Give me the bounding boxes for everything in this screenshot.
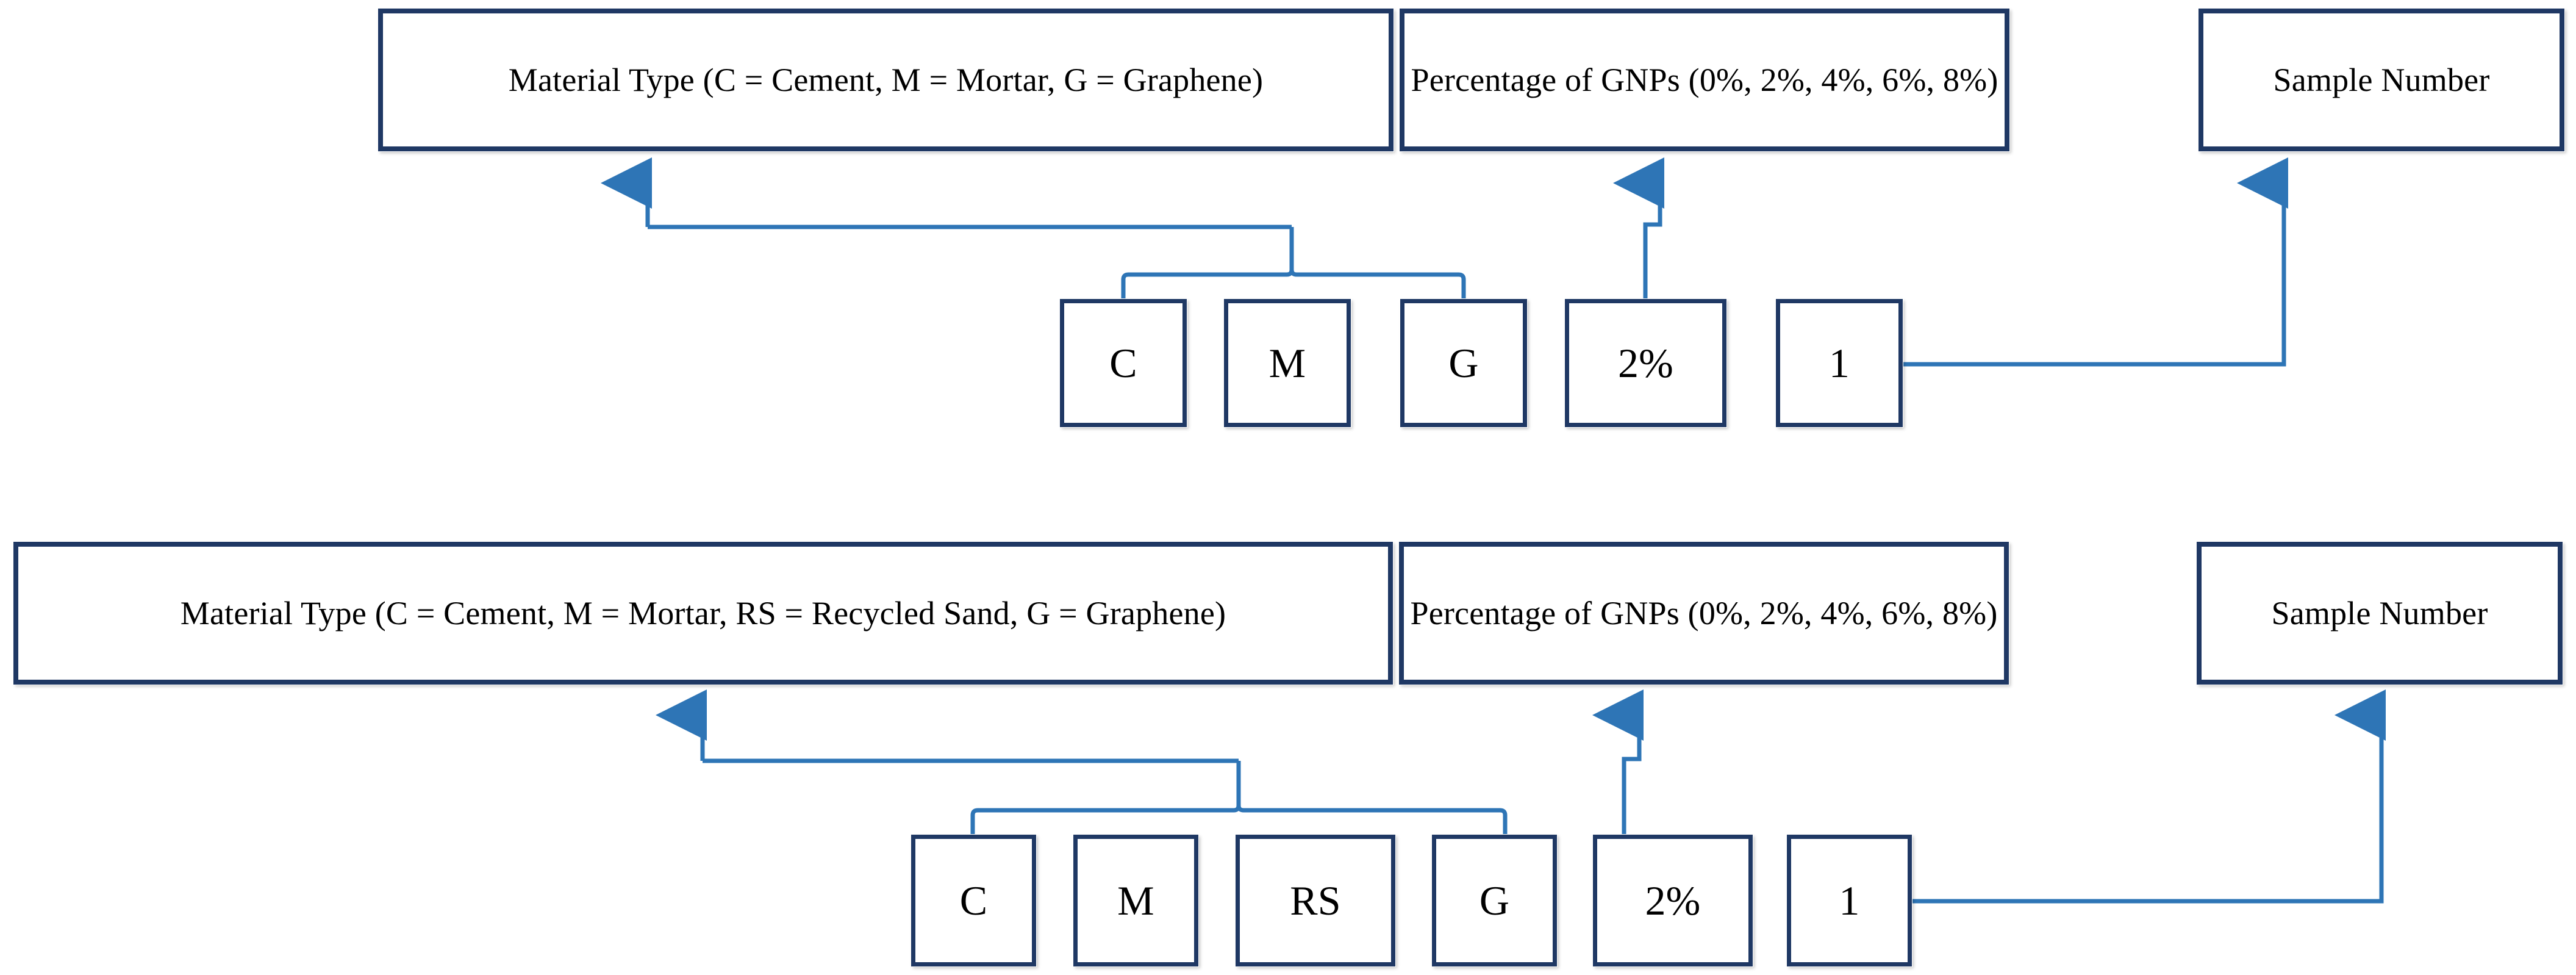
code-label-top-m: M <box>1268 339 1306 386</box>
code-box-bottom-percentage-value[interactable]: 2% <box>1593 835 1753 966</box>
header-label-top-sample-number: Sample Number <box>2273 61 2490 98</box>
code-label-bottom-sample-value: 1 <box>1839 877 1860 924</box>
header-label-bottom-material-type: Material Type (C = Cement, M = Mortar, R… <box>180 594 1226 631</box>
code-label-top-c: C <box>1109 339 1137 386</box>
header-label-bottom-percentage: Percentage of GNPs (0%, 2%, 4%, 6%, 8%) <box>1410 594 1998 631</box>
header-box-bottom-material-type[interactable]: Material Type (C = Cement, M = Mortar, R… <box>13 542 1393 685</box>
code-label-top-g: G <box>1448 339 1479 386</box>
header-box-bottom-sample-number[interactable]: Sample Number <box>2197 542 2563 685</box>
code-box-top-percentage-value[interactable]: 2% <box>1565 299 1726 427</box>
connector-top-percentage <box>1613 157 1664 299</box>
header-label-bottom-sample-number: Sample Number <box>2271 594 2488 631</box>
connector-top-material <box>601 157 1466 299</box>
connector-bottom-material <box>656 689 1508 835</box>
code-label-bottom-m: M <box>1117 877 1154 924</box>
code-box-bottom-rs[interactable]: RS <box>1236 835 1395 966</box>
code-box-bottom-c[interactable]: C <box>911 835 1036 966</box>
connector-bottom-percentage <box>1592 689 1644 835</box>
code-box-top-g[interactable]: G <box>1400 299 1527 427</box>
code-box-bottom-sample-value[interactable]: 1 <box>1787 835 1912 966</box>
code-label-bottom-rs: RS <box>1290 877 1341 924</box>
header-label-top-percentage: Percentage of GNPs (0%, 2%, 4%, 6%, 8%) <box>1411 61 1998 98</box>
code-box-bottom-g[interactable]: G <box>1432 835 1557 966</box>
code-box-top-c[interactable]: C <box>1060 299 1187 427</box>
code-label-bottom-g: G <box>1479 877 1510 924</box>
header-box-top-percentage[interactable]: Percentage of GNPs (0%, 2%, 4%, 6%, 8%) <box>1400 9 2009 151</box>
header-box-top-sample-number[interactable]: Sample Number <box>2199 9 2564 151</box>
code-label-bottom-c: C <box>959 877 988 924</box>
code-box-bottom-m[interactable]: M <box>1073 835 1198 966</box>
code-box-top-sample-value[interactable]: 1 <box>1776 299 1903 427</box>
code-label-top-percentage-value: 2% <box>1617 339 1674 386</box>
code-label-top-sample-value: 1 <box>1828 339 1850 386</box>
header-label-top-material-type: Material Type (C = Cement, M = Mortar, G… <box>508 61 1264 98</box>
header-box-top-material-type[interactable]: Material Type (C = Cement, M = Mortar, G… <box>378 9 1394 151</box>
code-box-top-m[interactable]: M <box>1224 299 1351 427</box>
header-box-bottom-percentage[interactable]: Percentage of GNPs (0%, 2%, 4%, 6%, 8%) <box>1399 542 2009 685</box>
connector-top-sample <box>1903 157 2288 367</box>
connector-bottom-sample <box>1878 689 2386 904</box>
code-label-bottom-percentage-value: 2% <box>1645 877 1701 924</box>
